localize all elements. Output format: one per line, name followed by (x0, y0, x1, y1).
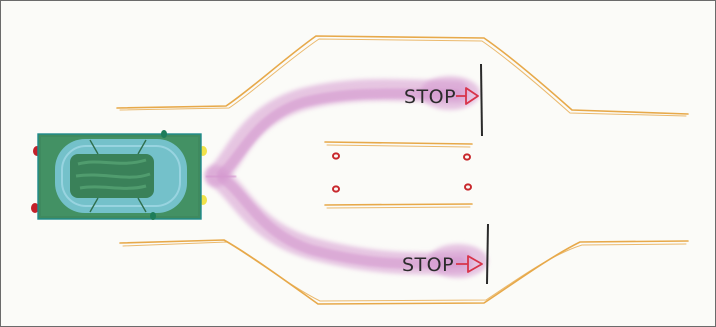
stop-marker-upper: STOP (404, 63, 483, 137)
trajectory-origin (205, 171, 237, 182)
road-edge-top (116, 35, 689, 117)
lane-marker (464, 183, 472, 191)
lane-marker (463, 153, 471, 161)
stop-label-upper: STOP (404, 86, 456, 108)
lane-marker (332, 185, 340, 193)
island-line-top (324, 141, 473, 148)
lane-marker (332, 152, 340, 160)
side-mirror-top (161, 130, 167, 138)
trajectory-paths (205, 76, 488, 278)
island-line-bottom (324, 203, 473, 209)
stop-line-upper (480, 63, 483, 137)
road-edges (116, 35, 689, 305)
trajectory-upper (205, 76, 480, 187)
stop-marker-lower: STOP (402, 223, 489, 285)
car (31, 130, 207, 220)
side-mirror-bottom (150, 212, 156, 220)
stop-label-lower: STOP (402, 254, 454, 276)
lane-markers (332, 152, 472, 193)
stop-arrow-upper (456, 87, 479, 105)
tail-light-bottom (31, 203, 39, 213)
stop-arrow-lower (456, 255, 483, 273)
stop-line-lower (486, 223, 489, 285)
road-edge-bottom (119, 239, 689, 305)
